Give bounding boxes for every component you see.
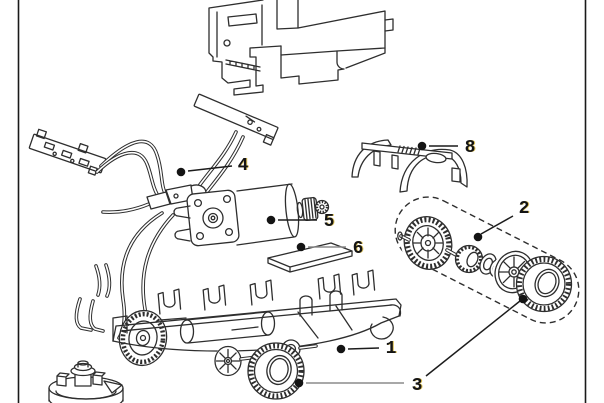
leader-line-4 — [187, 165, 233, 172]
bevel-gear — [454, 244, 484, 274]
leader-dot-5 — [266, 215, 276, 225]
loose-tire — [247, 342, 305, 400]
leader-dot-6 — [296, 242, 306, 252]
part-number-5: 5 — [324, 212, 335, 232]
part-number-4: 4 — [238, 156, 249, 176]
body-shell — [208, 0, 394, 96]
part-number-2: 2 — [519, 199, 530, 219]
leader-line-3 — [425, 300, 521, 377]
leader-dot-2 — [473, 232, 483, 242]
light-board-right — [193, 93, 279, 146]
leader-dot-8 — [417, 141, 427, 151]
mount-post — [157, 288, 182, 315]
part-number-3: 3 — [412, 376, 423, 396]
motor-boss — [202, 207, 224, 229]
screw-hole — [223, 39, 231, 47]
leader-dot-3 — [518, 294, 528, 304]
leader-dot-4 — [176, 167, 186, 177]
part-labels: 1 2 3 4 56 8 — [176, 138, 530, 396]
leader-line-2 — [480, 215, 514, 235]
capsule-tire — [515, 255, 573, 313]
weight-plate — [267, 242, 353, 273]
leader-line-1 — [347, 347, 380, 350]
part-number-6: 6 — [353, 239, 364, 259]
gear-wheel — [397, 216, 455, 270]
leader-dot-3 — [294, 378, 304, 388]
mount-post — [351, 269, 376, 296]
page-border — [17, 0, 587, 403]
motor — [173, 183, 330, 247]
mount-post — [249, 279, 274, 306]
tow-hook — [369, 316, 394, 340]
coupling-base — [48, 360, 124, 403]
mount-post — [202, 284, 227, 311]
part-number-8: 8 — [465, 138, 476, 158]
fender-unit — [351, 139, 468, 193]
part-number-1: 1 — [386, 339, 397, 359]
light-board-left — [28, 128, 107, 176]
leader-dot-1 — [336, 344, 346, 354]
dashed-capsule — [394, 196, 580, 324]
wheelset-capsule — [394, 196, 580, 324]
